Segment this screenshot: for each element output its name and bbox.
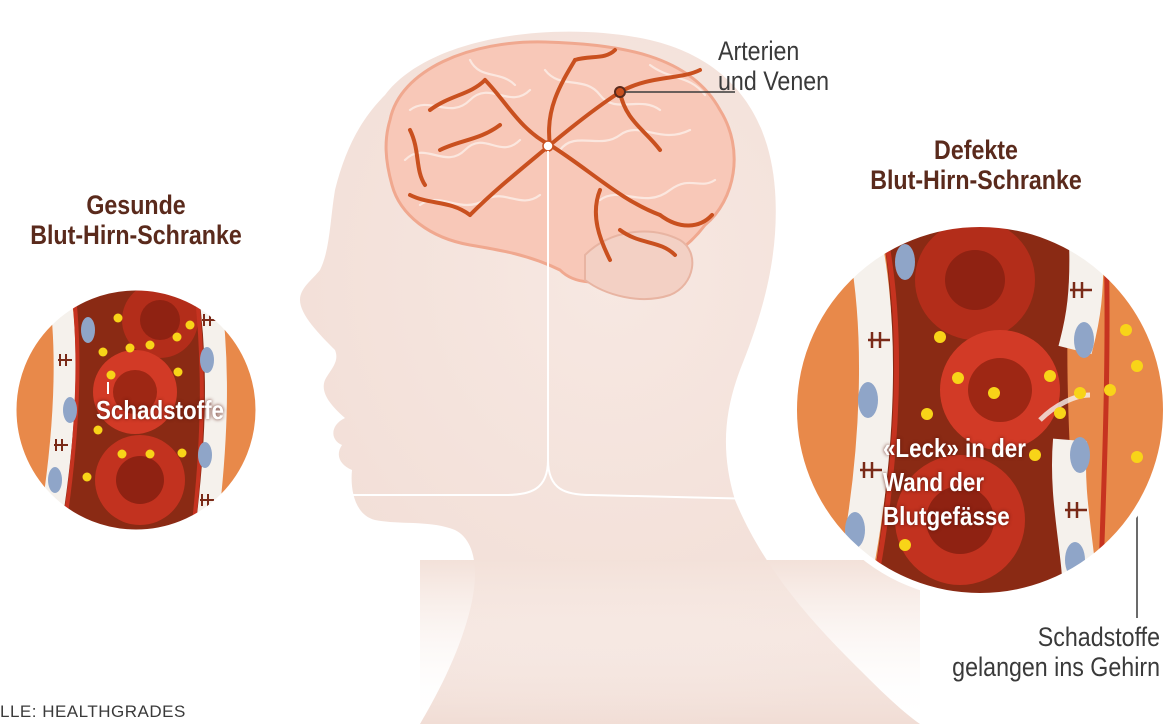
vessels-line1: Arterien — [718, 36, 829, 66]
brain-marker — [543, 141, 553, 151]
defective-barrier-inset — [790, 220, 1166, 600]
source-credit: LLE: HEALTHGRADES — [0, 702, 186, 721]
defective-barrier-title: Defekte Blut-Hirn-Schranke — [847, 135, 1105, 195]
leak-line1: «Leck» in der — [883, 432, 1026, 466]
vessel-marker — [615, 87, 625, 97]
toxins-enter-label: Schadstoffe gelangen ins Gehirn — [924, 622, 1161, 682]
vessels-label: Arterien und Venen — [718, 36, 829, 96]
healthy-title-line2: Blut-Hirn-Schranke — [19, 220, 253, 250]
vessels-line2: und Venen — [718, 66, 829, 96]
leak-line3: Blutgefässe — [883, 500, 1026, 534]
leak-label: «Leck» in der Wand der Blutgefässe — [883, 432, 1026, 533]
defect-title-line1: Defekte — [847, 135, 1105, 165]
toxins-line1: Schadstoffe — [924, 622, 1161, 652]
leak-line2: Wand der — [883, 466, 1026, 500]
healthy-barrier-title: Gesunde Blut-Hirn-Schranke — [19, 190, 253, 250]
healthy-title-line1: Gesunde — [19, 190, 253, 220]
toxins-line2: gelangen ins Gehirn — [924, 652, 1161, 682]
defect-title-line2: Blut-Hirn-Schranke — [847, 165, 1105, 195]
healthy-inset-label: Schadstoffe — [96, 396, 224, 425]
